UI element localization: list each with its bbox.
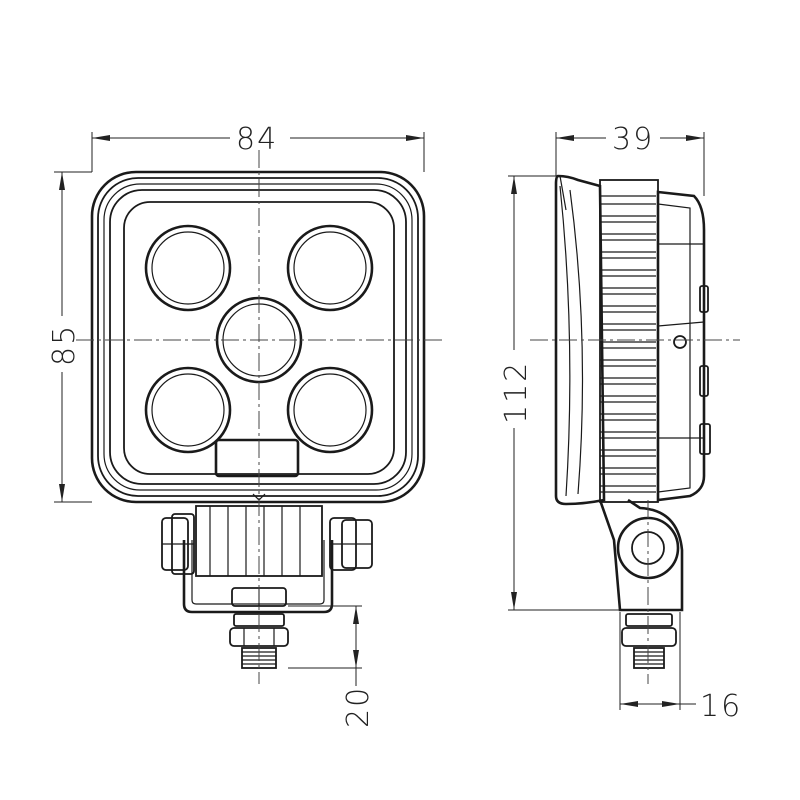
led-bottom-left bbox=[144, 366, 232, 454]
width-label: 84 bbox=[236, 122, 278, 157]
dimension-total-height: 112 bbox=[499, 175, 620, 611]
total-height-label: 112 bbox=[499, 361, 534, 424]
dimension-height: 85 bbox=[47, 171, 92, 503]
front-view bbox=[76, 150, 442, 684]
cooling-fins bbox=[600, 195, 656, 493]
housing-rim-2 bbox=[103, 183, 413, 491]
bracket-front-label: 20 bbox=[341, 686, 376, 728]
label-plate bbox=[214, 438, 300, 478]
housing-outer bbox=[90, 170, 426, 504]
bracket-side-label: 16 bbox=[700, 689, 742, 724]
led-top-right bbox=[286, 224, 374, 312]
dimension-bracket-side: 16 bbox=[619, 612, 742, 724]
front-mount-bracket bbox=[161, 505, 373, 669]
side-lens bbox=[554, 174, 606, 506]
housing-rim-1 bbox=[97, 177, 419, 497]
side-screw bbox=[673, 335, 687, 349]
dimension-depth: 39 bbox=[555, 122, 705, 196]
dimension-width: 84 bbox=[91, 122, 425, 172]
side-view bbox=[530, 174, 740, 684]
side-bracket-arm bbox=[598, 498, 684, 612]
led-bottom-right bbox=[286, 366, 374, 454]
depth-label: 39 bbox=[612, 122, 654, 157]
dimension-bracket-front: 20 bbox=[288, 605, 376, 728]
housing-rim-3 bbox=[109, 189, 407, 485]
led-top-left bbox=[144, 224, 232, 312]
side-back-cap bbox=[656, 190, 706, 502]
height-label: 85 bbox=[47, 324, 82, 366]
